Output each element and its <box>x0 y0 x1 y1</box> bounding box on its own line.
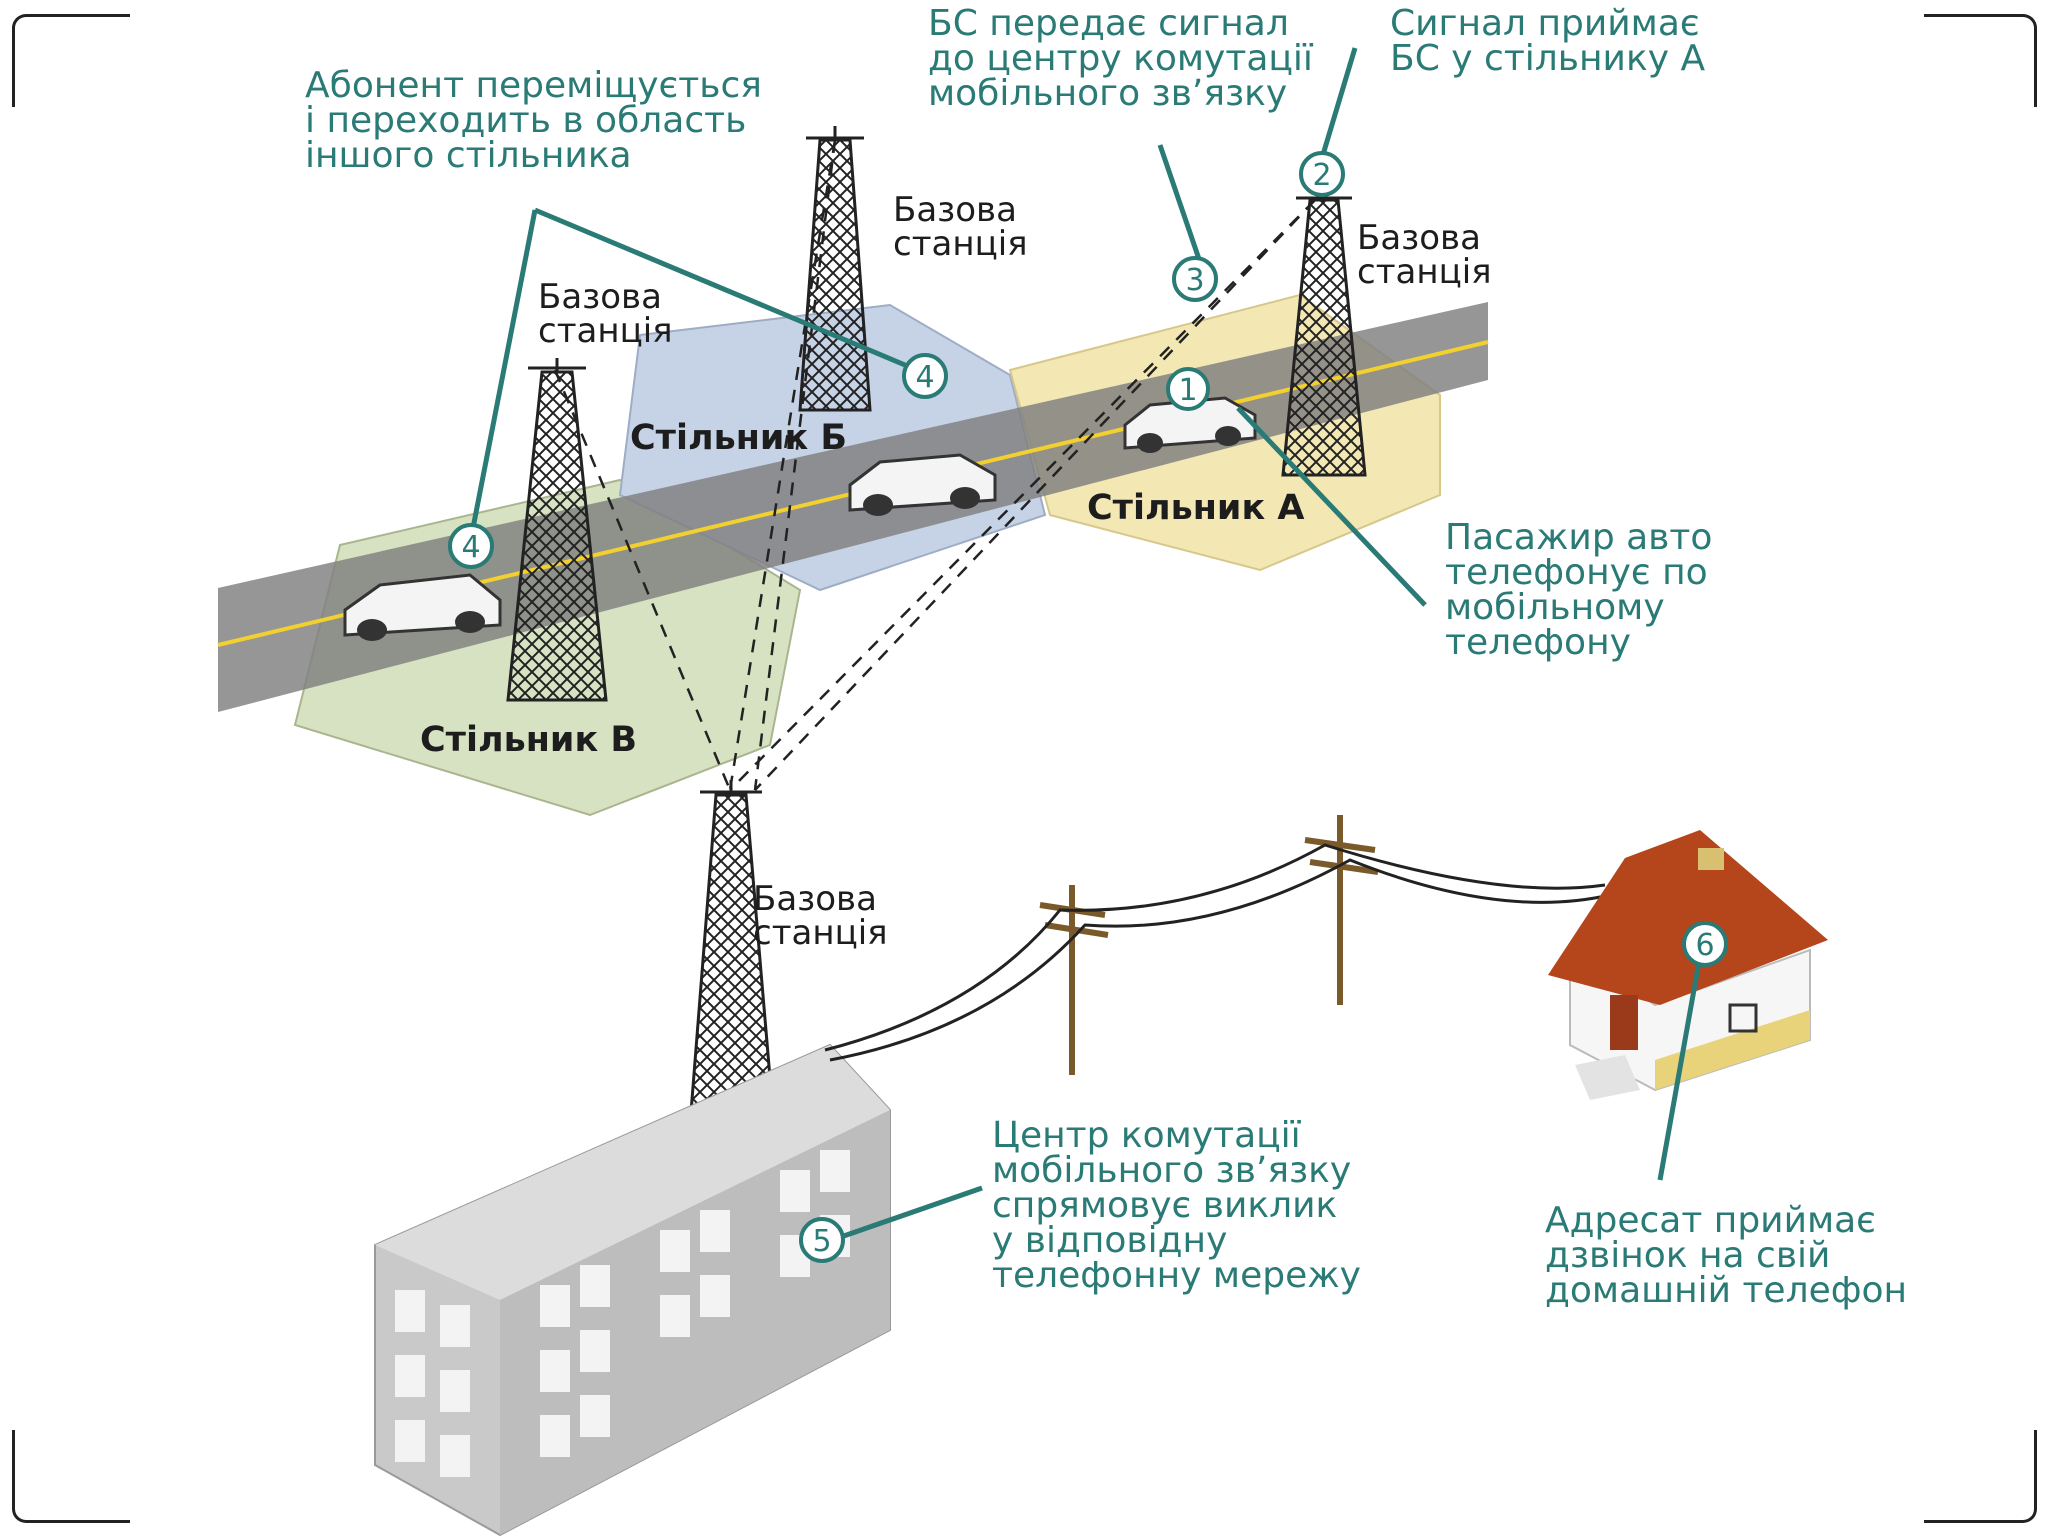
step-circle-6 <box>1682 921 1728 967</box>
callout-step-5: Центр комутації мобільного зв’язку спрям… <box>992 1115 1361 1296</box>
tower-cell-a <box>1281 186 1367 477</box>
step-circle-5 <box>799 1217 845 1263</box>
callout-step-1: Пасажир авто телефонує по мобільному тел… <box>1445 517 1713 663</box>
cell-b-label: Стільник Б <box>630 418 848 458</box>
frame-corner-bottom-right <box>1924 1430 2037 1523</box>
signal-links <box>553 139 1316 791</box>
cell-v-label: Стільник В <box>420 720 638 760</box>
frame-corner-bottom-left <box>12 1430 130 1523</box>
frame-corner-top-left <box>12 14 130 107</box>
car-cell-b <box>848 453 997 516</box>
step-number-4a: 4 <box>915 360 934 395</box>
car-cell-v <box>343 573 502 641</box>
callout-step-4: Абонент переміщується і переходить в обл… <box>305 65 762 176</box>
callout-lines <box>470 47 1703 1241</box>
base-station-label-a: Базова станція <box>1357 218 1492 292</box>
car-cell-a <box>1123 396 1257 453</box>
base-station-label-v: Базова станція <box>538 277 673 351</box>
switching-center-building <box>374 1043 891 1536</box>
callout-step-3: БС передає сигнал до центру комутації мо… <box>928 3 1313 114</box>
frame-corner-top-right <box>1924 14 2037 107</box>
step-number-1: 1 <box>1178 373 1197 408</box>
callout-step-6: Адресат приймає дзвінок на свій домашній… <box>1545 1200 1908 1311</box>
step-circle-4b <box>448 523 494 569</box>
step-circle-1 <box>1166 367 1210 411</box>
step-number-2: 2 <box>1312 158 1331 193</box>
house <box>1548 830 1828 1100</box>
telephone-wires <box>824 843 1611 1062</box>
step-number-labels: 1 2 3 4 4 5 6 <box>461 158 1714 1259</box>
step-number-5: 5 <box>812 1224 831 1259</box>
step-circle-4a <box>902 353 948 399</box>
step-circles <box>448 151 1728 1263</box>
base-station-label-msc: Базова станція <box>753 879 888 953</box>
step-number-6: 6 <box>1695 928 1714 963</box>
tower-cell-v <box>506 358 608 702</box>
step-circle-2 <box>1299 151 1345 197</box>
telephone-poles <box>1039 815 1379 1075</box>
callout-step-2: Сигнал приймає БС у стільнику А <box>1390 3 1706 79</box>
base-station-label-b: Базова станція <box>893 190 1028 264</box>
cell-a-label: Стільник А <box>1087 488 1305 528</box>
step-circle-3 <box>1172 256 1218 302</box>
step-number-3: 3 <box>1185 263 1204 298</box>
tower-cell-b <box>798 126 872 412</box>
step-number-4b: 4 <box>461 530 480 565</box>
